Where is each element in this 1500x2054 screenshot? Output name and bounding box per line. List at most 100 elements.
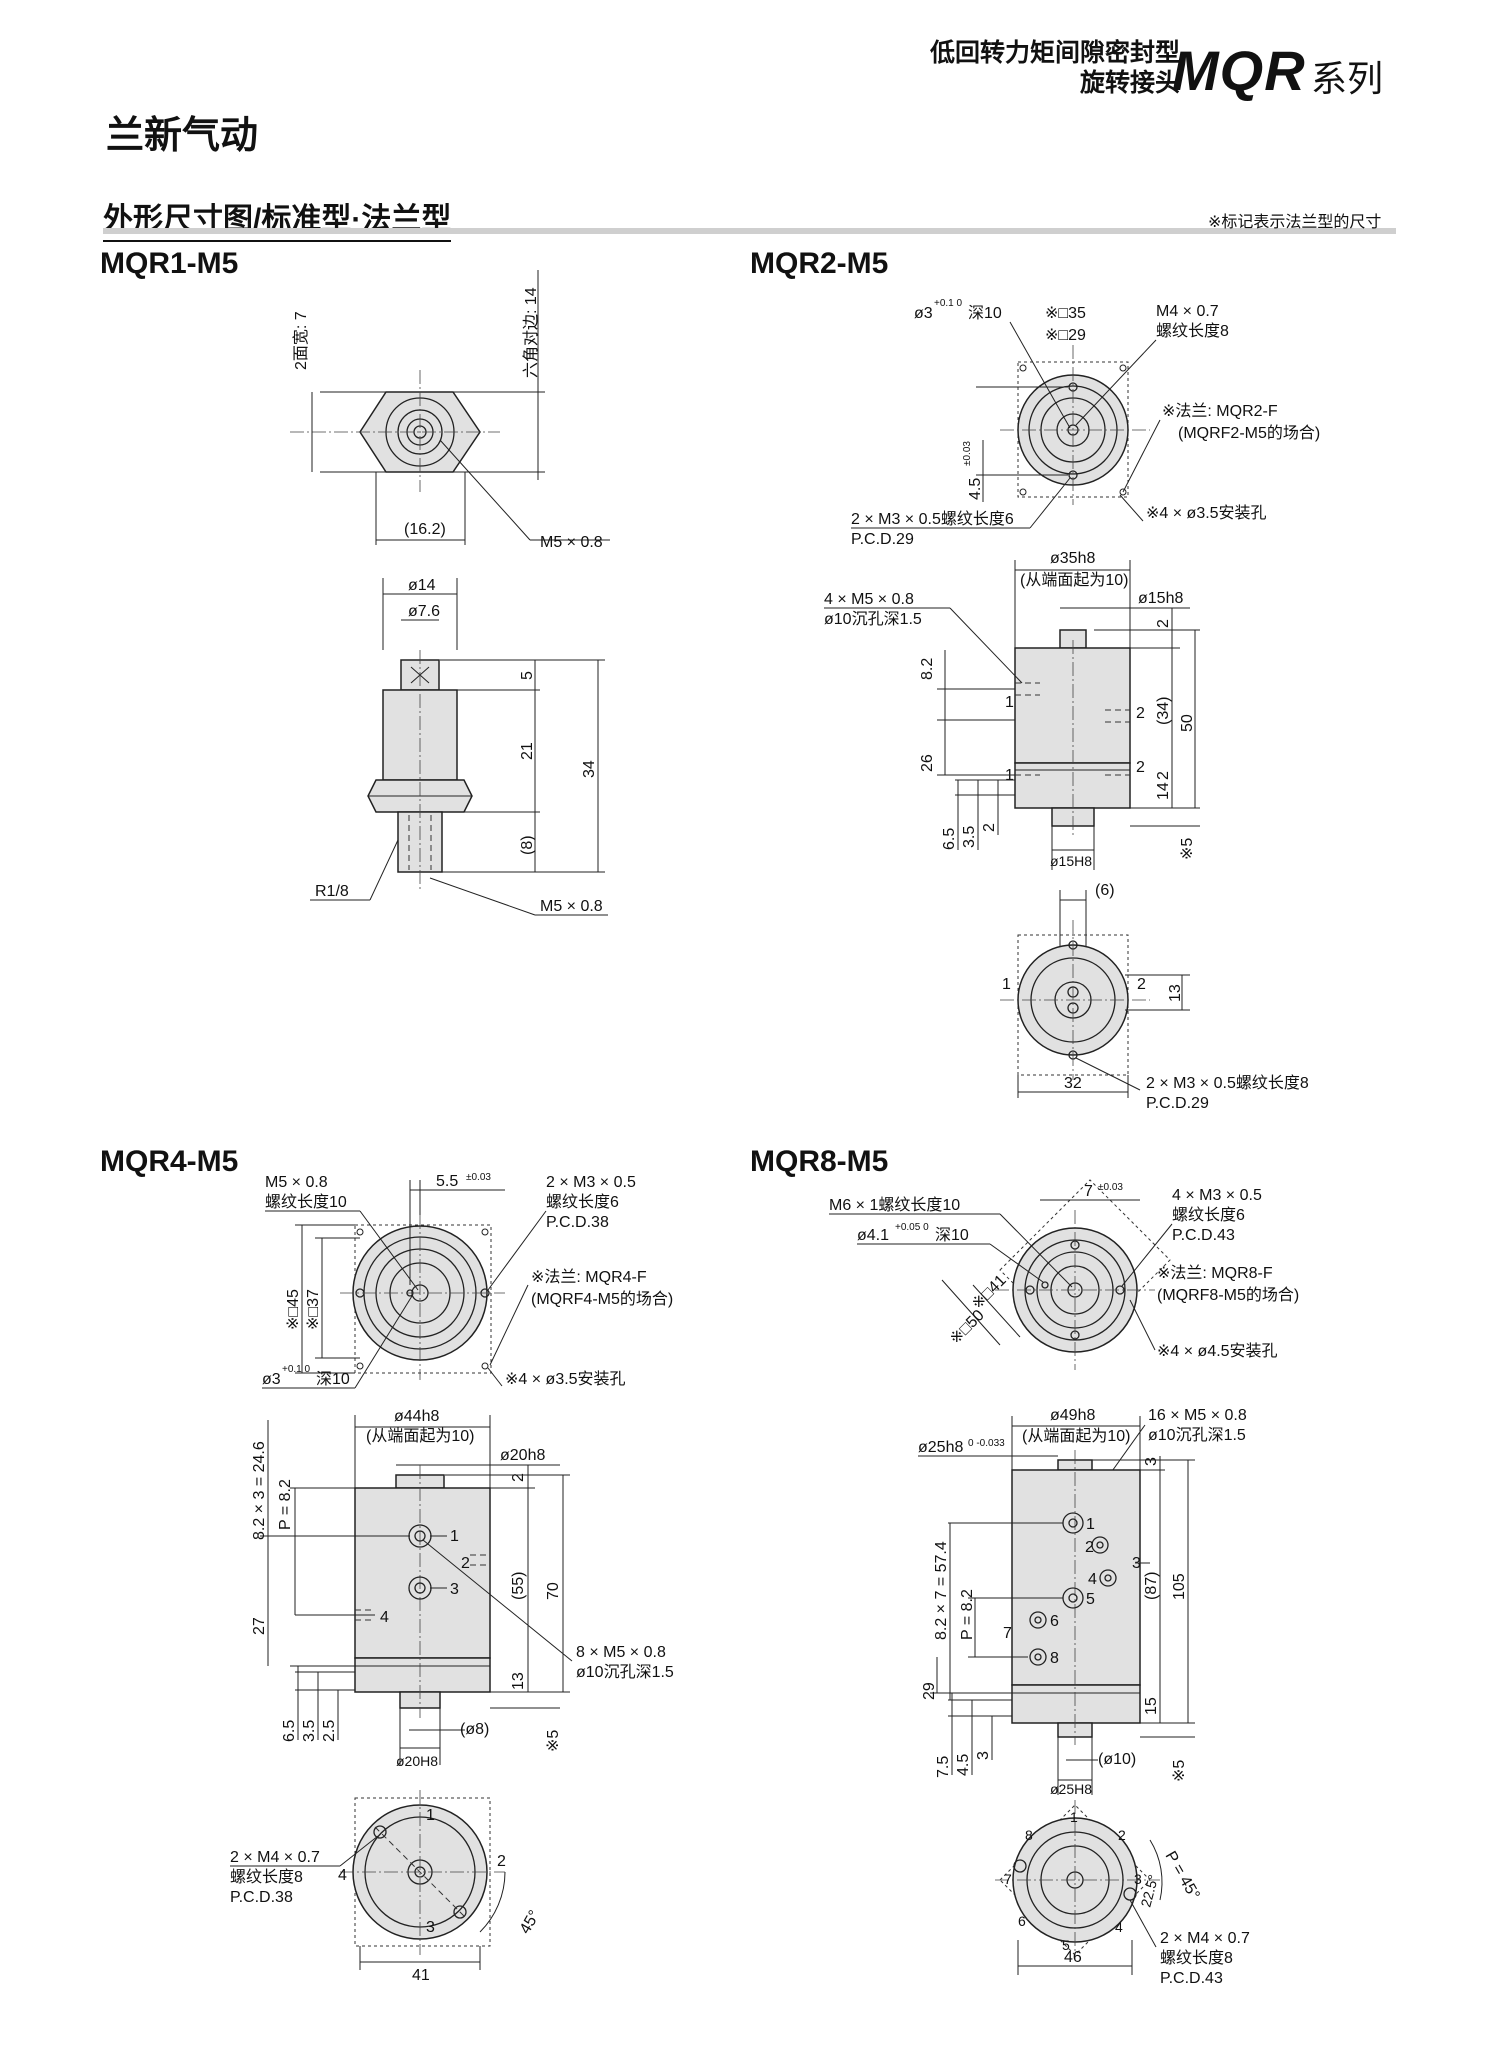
mqr2-v45: 4.5 xyxy=(967,478,984,500)
mqr4-h25: 2.5 xyxy=(321,1720,338,1742)
mqr4-port-2: 2 xyxy=(461,1555,470,1572)
mqr8-flange-outline xyxy=(999,1179,1171,1351)
mqr8-port-1: 1 xyxy=(1086,1516,1095,1533)
mqr4-w8: (ø8) xyxy=(460,1721,489,1738)
mqr8-b8: 8 xyxy=(1025,1827,1033,1843)
mqr8-b6: 6 xyxy=(1018,1913,1026,1929)
mqr4-from-end: (从端面起为10) xyxy=(366,1427,474,1445)
mqr8-b4: 4 xyxy=(1115,1919,1123,1935)
mqr2-port-2: 2 xyxy=(1136,705,1145,722)
mqr8-pitch: P = 8.2 xyxy=(959,1589,976,1640)
mqr8-d41-deep: 深10 xyxy=(935,1226,969,1244)
mqr2-cb: ø10沉孔深1.5 xyxy=(824,610,922,628)
mqr8-m5: 16 × M5 × 0.8 xyxy=(1148,1407,1247,1424)
mqr2-h2c: 2 xyxy=(981,823,998,832)
mqr4-m5: M5 × 0.8 xyxy=(265,1174,328,1191)
mqr2-h35: 3.5 xyxy=(961,826,978,848)
mqr4-pitch: P = 8.2 xyxy=(277,1479,294,1530)
mqr8-v7: 7 xyxy=(1084,1183,1093,1200)
mqr8-h45: 4.5 xyxy=(955,1754,972,1776)
mqr4-port-4: 4 xyxy=(380,1609,389,1626)
mqr8-d25-tol: 0 -0.033 xyxy=(968,1438,1005,1449)
mqr8-d49h8: ø49h8 xyxy=(1050,1407,1095,1424)
mqr2-h82: 8.2 xyxy=(919,658,936,680)
mqr8-m3-len: 螺纹长度6 xyxy=(1172,1206,1245,1224)
mqr2-h50: 50 xyxy=(1179,714,1196,732)
mqr2-d15h8: ø15h8 xyxy=(1138,590,1183,607)
mqr2-d3-deep: 深10 xyxy=(968,304,1002,322)
mqr2-d3-tol: +0.1 0 xyxy=(934,298,963,309)
mqr8-m3: 4 × M3 × 0.5 xyxy=(1172,1187,1262,1204)
mqr4-lower-body xyxy=(354,1657,491,1693)
mqr1-hex-dim: 六角对边: 14 xyxy=(522,287,540,378)
mqr4-h70: 70 xyxy=(545,1582,562,1600)
mqr2-bottom-port-1: 1 xyxy=(1002,976,1011,993)
model-title-mqr2: MQR2-M5 xyxy=(750,247,889,280)
mqr2-h26: 26 xyxy=(919,754,936,772)
mqr8-m4-len: 螺纹长度8 xyxy=(1160,1949,1233,1967)
mqr4-m4: 2 × M4 × 0.7 xyxy=(230,1849,320,1866)
mqr2-port-1: 1 xyxy=(1005,694,1014,711)
series-subtitle: 低回转力矩间隙密封型 旋转接头 xyxy=(880,38,1180,98)
mqr8-b2: 2 xyxy=(1118,1827,1126,1843)
mqr4-d3: ø3 xyxy=(262,1371,281,1388)
mqr4-d3-tol: +0.1 0 xyxy=(282,1364,311,1375)
mqr8-d41-tol: +0.05 0 xyxy=(895,1222,929,1233)
model-title-mqr4: MQR4-M5 xyxy=(100,1145,239,1178)
mqr8-b3: 3 xyxy=(1134,1871,1142,1887)
mqr4-bottom-2: 2 xyxy=(497,1853,506,1870)
mqr2-body xyxy=(1014,647,1131,764)
mqr8-h75: 7.5 xyxy=(935,1756,952,1778)
mqr4-body xyxy=(354,1487,491,1659)
mqr2-d35h8: ø35h8 xyxy=(1050,550,1095,567)
mqr4-h65: 6.5 xyxy=(281,1720,298,1742)
mqr8-flange: ※法兰: MQR8-F xyxy=(1157,1264,1273,1282)
mqr2-d15H8: ø15H8 xyxy=(1050,853,1092,869)
mqr4-a45: 45° xyxy=(517,1908,544,1937)
mqr2-port-2b: 2 xyxy=(1136,759,1145,776)
mqr8-sq50: ※□50 xyxy=(947,1307,988,1348)
mqr2-sq29: ※□29 xyxy=(1045,327,1086,344)
mqr8-pcd2: P.C.D.43 xyxy=(1160,1970,1223,1987)
mqr8-s5: ※5 xyxy=(1171,1760,1188,1782)
mqr8-h3c: 3 xyxy=(975,1751,992,1760)
mqr2-h2b: 2 xyxy=(1155,771,1172,780)
mqr2-drawing: ø3 +0.1 0 深10 ※□35 ※□29 M4 × 0.7 螺纹长度8 ※… xyxy=(824,298,1320,1112)
section-note: ※标记表示法兰型的尺寸 xyxy=(1208,214,1382,231)
mqr8-flange-note: (MQRF8-M5的场合) xyxy=(1157,1286,1299,1304)
mqr2-bottom-port-2: 2 xyxy=(1137,976,1146,993)
mqr2-v45-tol: ±0.03 xyxy=(962,441,973,466)
mqr8-h87: (87) xyxy=(1143,1572,1160,1600)
mqr2-h65: 6.5 xyxy=(941,828,958,850)
mqr8-d25H8: ø25H8 xyxy=(1050,1781,1092,1797)
mqr4-v55-tol: ±0.03 xyxy=(466,1172,491,1183)
mqr2-h34: (34) xyxy=(1155,697,1172,725)
mqr4-w41: 41 xyxy=(412,1967,430,1984)
mqr8-m4: 2 × M4 × 0.7 xyxy=(1160,1930,1250,1947)
mqr4-port-3: 3 xyxy=(450,1581,459,1598)
mqr1-r18: R1/8 xyxy=(315,883,349,900)
mqr4-cb: ø10沉孔深1.5 xyxy=(576,1663,674,1681)
mqr2-h13: 13 xyxy=(1167,984,1184,1002)
mqr2-m4: M4 × 0.7 xyxy=(1156,303,1219,320)
mqr8-v7-tol: ±0.03 xyxy=(1098,1182,1123,1193)
mqr2-w32: 32 xyxy=(1064,1075,1082,1092)
mqr1-port-thread: M5 × 0.8 xyxy=(540,534,603,551)
mqr1-width-dim: (16.2) xyxy=(404,521,446,538)
mqr1-h5: 5 xyxy=(519,671,536,680)
mqr4-d20H8: ø20H8 xyxy=(396,1753,438,1769)
mqr2-sq35: ※□35 xyxy=(1045,305,1086,322)
mqr8-cb: ø10沉孔深1.5 xyxy=(1148,1426,1246,1444)
mqr4-holes: ※4 × ø3.5安装孔 xyxy=(505,1370,626,1388)
mqr8-d25h8: ø25h8 xyxy=(918,1439,963,1456)
mqr8-h29: 29 xyxy=(921,1682,938,1700)
mqr2-pcd: P.C.D.29 xyxy=(851,531,914,548)
mqr8-port-6: 6 xyxy=(1050,1613,1059,1630)
mqr2-m3: 2 × M3 × 0.5螺纹长度6 xyxy=(851,510,1014,528)
subtitle-line-1: 低回转力矩间隙密封型 xyxy=(929,39,1180,67)
mqr4-sq37: ※□37 xyxy=(305,1289,322,1330)
mqr8-port-7: 7 xyxy=(1003,1625,1012,1642)
mqr4-h2: 2 xyxy=(510,1473,527,1482)
mqr8-body xyxy=(1011,1469,1141,1686)
